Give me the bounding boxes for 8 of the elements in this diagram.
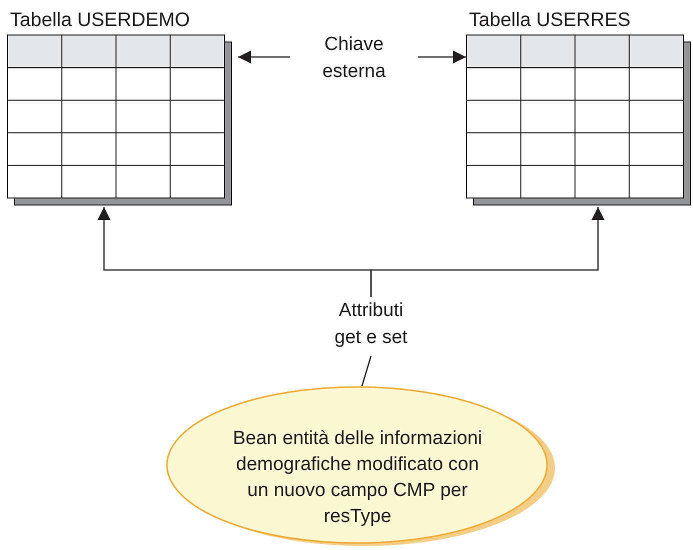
connector-label: Attributi get e set <box>334 299 408 350</box>
connector-label: Chiave esterna <box>321 33 387 84</box>
ellipse-label: Bean entità delle informazioni demografiche modificato con un nuovo campo CMP per resType <box>232 427 484 529</box>
table-title: Tabella USERDEMO <box>10 8 190 32</box>
arrow <box>370 207 604 297</box>
arrow <box>238 50 290 64</box>
arrow <box>418 50 466 64</box>
table-title: Tabella USERRES <box>469 8 630 32</box>
